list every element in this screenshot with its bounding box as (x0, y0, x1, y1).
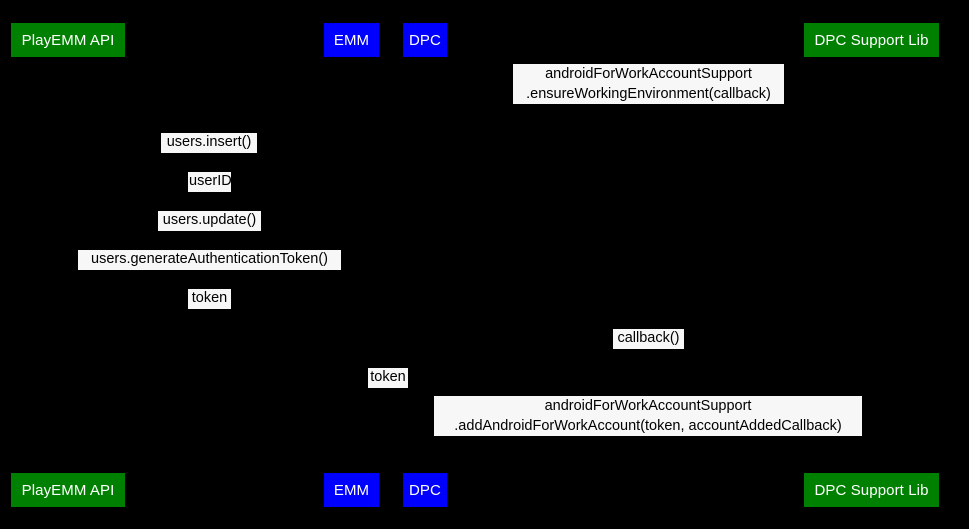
participant-top-playemm[interactable]: PlayEMM API (11, 23, 125, 57)
participant-label: DPC Support Lib (814, 31, 929, 49)
message-label-m2[interactable]: users.insert() (161, 133, 257, 153)
lifeline-dpcsupportlib (871, 57, 873, 473)
message-label-m9[interactable]: androidForWorkAccountSupport .addAndroid… (434, 396, 862, 436)
message-label-m5[interactable]: users.generateAuthenticationToken() (78, 250, 341, 270)
lifeline-dpc (425, 57, 426, 473)
participant-label: DPC (409, 481, 441, 499)
participant-bottom-playemm[interactable]: PlayEMM API (11, 473, 125, 507)
participant-bottom-dpc[interactable]: DPC (403, 473, 447, 507)
message-label-m8[interactable]: token (368, 368, 408, 388)
message-label-m4[interactable]: users.update() (158, 211, 261, 231)
message-label-m3[interactable]: userID (188, 172, 232, 192)
participant-top-dpc[interactable]: DPC (403, 23, 447, 57)
participant-label: DPC Support Lib (814, 481, 929, 499)
participant-bottom-dpcsupportlib[interactable]: DPC Support Lib (804, 473, 939, 507)
message-label-m6[interactable]: token (188, 289, 231, 309)
participant-label: PlayEMM API (21, 31, 115, 49)
lifeline-playemm (68, 57, 69, 473)
lifeline-emm (351, 57, 353, 473)
participant-label: EMM (333, 31, 370, 49)
participant-top-dpcsupportlib[interactable]: DPC Support Lib (804, 23, 939, 57)
message-label-m1[interactable]: androidForWorkAccountSupport .ensureWork… (513, 64, 784, 104)
participant-label: PlayEMM API (21, 481, 115, 499)
message-label-m7[interactable]: callback() (613, 329, 684, 349)
participant-bottom-emm[interactable]: EMM (324, 473, 379, 507)
participant-label: EMM (333, 481, 370, 499)
participant-top-emm[interactable]: EMM (324, 23, 379, 57)
participant-label: DPC (409, 31, 441, 49)
